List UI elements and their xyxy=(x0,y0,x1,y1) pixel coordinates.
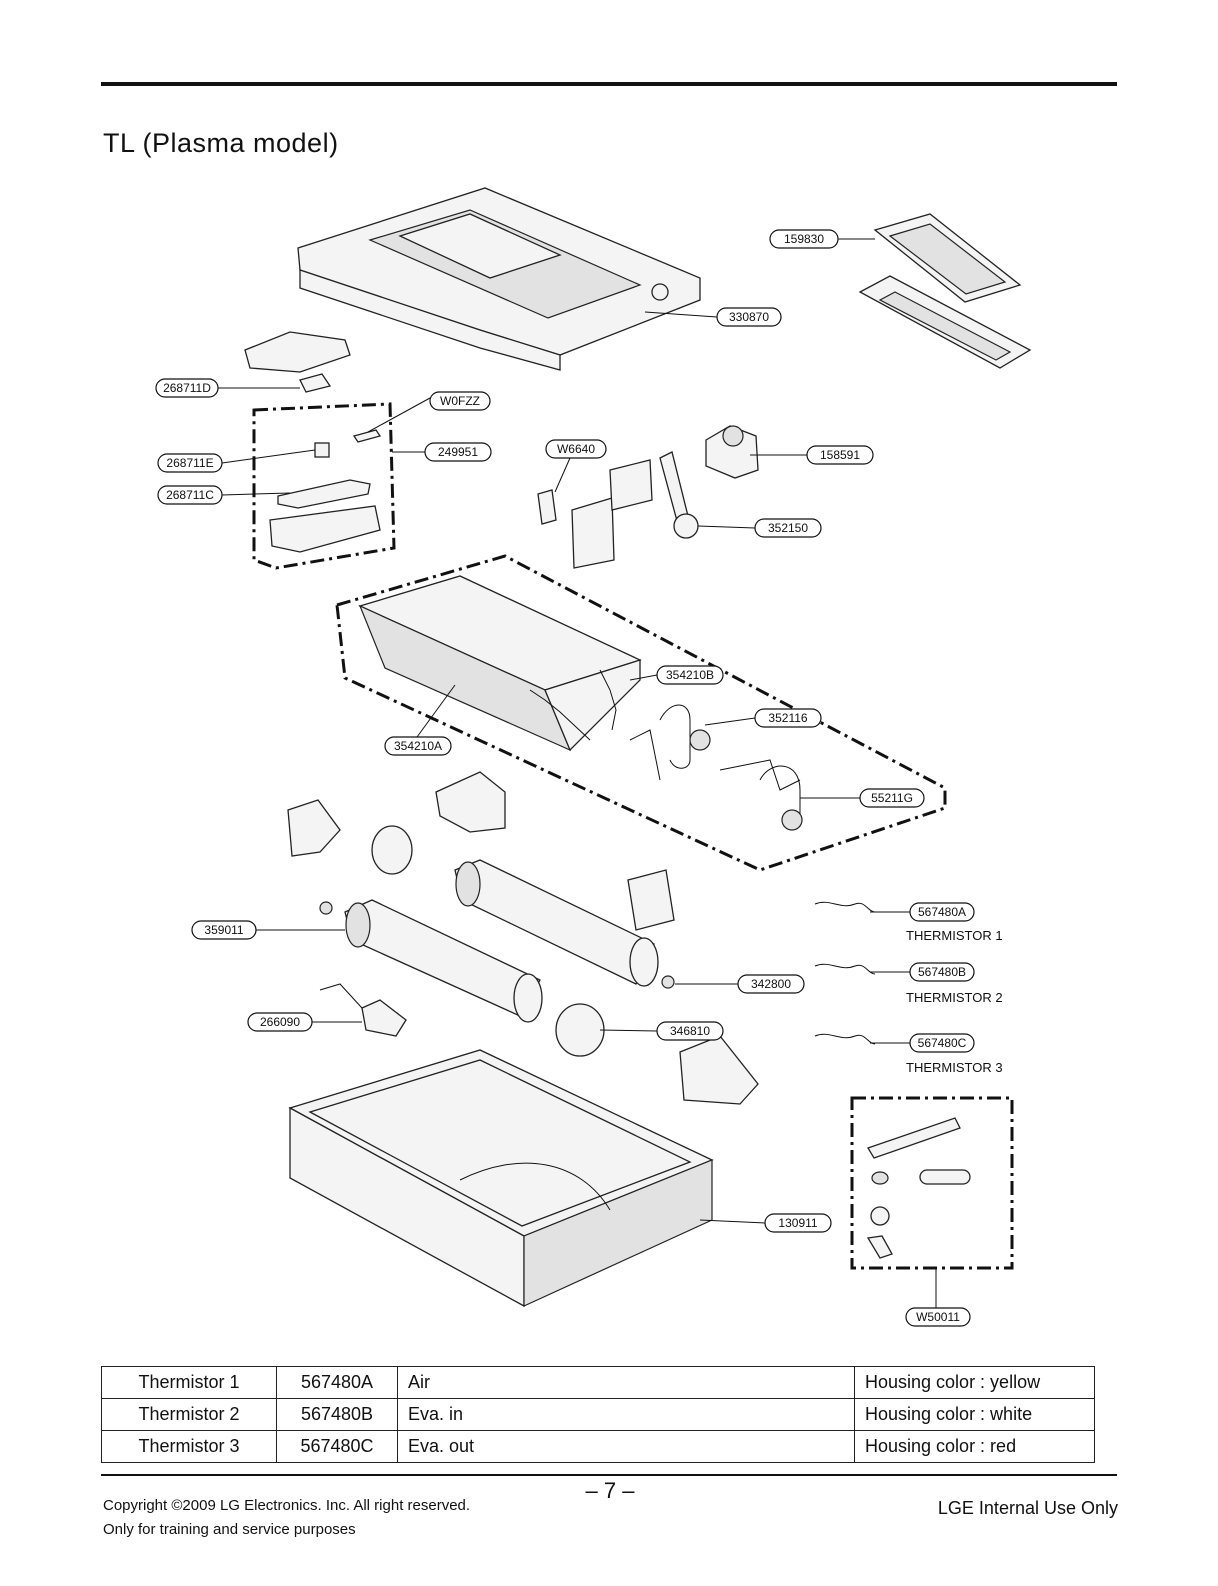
leader-lines xyxy=(218,238,937,1308)
svg-text:352116: 352116 xyxy=(768,711,807,725)
thermistor-name: Thermistor 3 xyxy=(101,1430,277,1463)
svg-text:354210B: 354210B xyxy=(666,668,714,682)
table-row: Thermistor 3 567480C Eva. out Housing co… xyxy=(101,1430,1095,1463)
thermistor-location: Air xyxy=(397,1366,855,1399)
page-title: TL (Plasma model) xyxy=(103,128,339,158)
exploded-diagram: 159830 330870 268711D W0FZZ 249951 26871… xyxy=(155,187,1032,1327)
thermistor-location: Eva. in xyxy=(397,1398,855,1431)
thermistor-housing: Housing color : red xyxy=(854,1430,1095,1463)
callout-159830: 159830 xyxy=(769,229,839,249)
callout-352116: 352116 xyxy=(754,708,822,728)
svg-text:330870: 330870 xyxy=(729,310,769,324)
callout-354210B: 354210B xyxy=(656,665,724,685)
thermistor-name: Thermistor 1 xyxy=(101,1366,277,1399)
evaporator-part xyxy=(358,575,642,752)
svg-text:W0FZZ: W0FZZ xyxy=(440,394,480,408)
thermistor-3-wire xyxy=(814,1033,876,1045)
callout-346810: 346810 xyxy=(656,1021,724,1041)
thermistor-2-wire xyxy=(814,963,876,975)
table-row: Thermistor 2 567480B Eva. in Housing col… xyxy=(101,1398,1095,1431)
copyright-text: Copyright ©2009 LG Electronics. Inc. All… xyxy=(103,1497,471,1514)
table-row: Thermistor 1 567480A Air Housing color :… xyxy=(101,1366,1095,1399)
callout-W50011: W50011 xyxy=(905,1307,971,1327)
pcb-cover-part xyxy=(244,331,351,393)
thermistor-name: Thermistor 2 xyxy=(101,1398,277,1431)
callout-567480B: 567480B xyxy=(909,962,975,982)
callout-342800: 342800 xyxy=(737,974,805,994)
top-rule xyxy=(101,82,1117,86)
thermistor-3-label: THERMISTOR 3 xyxy=(906,1060,1003,1075)
callout-359011: 359011 xyxy=(191,920,257,940)
svg-text:268711D: 268711D xyxy=(163,381,211,395)
filter-assembly-part xyxy=(858,213,1032,369)
drain-pump-part xyxy=(705,425,759,479)
evaporator-group-outline xyxy=(335,554,947,872)
accessories-group-outline xyxy=(850,1096,1014,1270)
thermistor-table: Thermistor 1 567480A Air Housing color :… xyxy=(101,1366,1095,1463)
svg-text:346810: 346810 xyxy=(670,1024,710,1038)
svg-text:352150: 352150 xyxy=(768,521,808,535)
callout-268711C: 268711C xyxy=(157,485,223,505)
svg-text:55211G: 55211G xyxy=(871,791,913,805)
callout-567480C: 567480C xyxy=(909,1033,975,1053)
callout-567480A: 567480A xyxy=(909,902,975,922)
svg-text:359011: 359011 xyxy=(204,923,243,937)
callout-249951: 249951 xyxy=(424,442,492,462)
svg-text:342800: 342800 xyxy=(751,977,791,991)
callout-354210A: 354210A xyxy=(384,736,452,756)
svg-text:567480A: 567480A xyxy=(918,905,966,919)
callout-352150: 352150 xyxy=(754,518,822,538)
svg-text:W6640: W6640 xyxy=(557,442,595,456)
callout-158591: 158591 xyxy=(806,445,874,465)
top-frame-part xyxy=(297,187,701,371)
svg-text:249951: 249951 xyxy=(438,445,478,459)
thermistor-housing: Housing color : white xyxy=(854,1398,1095,1431)
thermistor-housing: Housing color : yellow xyxy=(854,1366,1095,1399)
svg-text:266090: 266090 xyxy=(260,1015,300,1029)
electrical-box-parts xyxy=(537,451,699,569)
callout-55211G: 55211G xyxy=(859,788,925,808)
plasma-power-part xyxy=(319,983,407,1037)
accessories-parts xyxy=(866,1117,971,1259)
svg-text:354210A: 354210A xyxy=(394,739,442,753)
callout-266090: 266090 xyxy=(247,1012,313,1032)
control-box-group-outline xyxy=(252,402,396,570)
footer-copyright: Copyright ©2009 LG Electronics. Inc. All… xyxy=(103,1494,470,1542)
svg-text:158591: 158591 xyxy=(820,448,860,462)
svg-text:567480C: 567480C xyxy=(918,1036,967,1050)
base-pan-part xyxy=(288,1049,714,1308)
callout-268711E: 268711E xyxy=(157,453,223,473)
svg-text:268711C: 268711C xyxy=(166,488,214,502)
callout-130911: 130911 xyxy=(764,1213,832,1233)
cross-flow-fan-right xyxy=(454,859,659,987)
thermistor-code: 567480C xyxy=(276,1430,398,1463)
thermistor-code: 567480A xyxy=(276,1366,398,1399)
callout-330870: 330870 xyxy=(716,307,782,327)
callout-W0FZZ: W0FZZ xyxy=(429,391,491,411)
fan-motor-parts xyxy=(287,771,759,1105)
thermistor-location: Eva. out xyxy=(397,1430,855,1463)
bottom-rule xyxy=(101,1474,1117,1476)
training-text: Only for training and service purposes xyxy=(103,1521,356,1538)
control-box-parts xyxy=(269,429,382,553)
svg-text:159830: 159830 xyxy=(784,232,824,246)
bearing-left xyxy=(319,901,333,915)
page-number: – 7 – xyxy=(585,1478,635,1503)
internal-use-label: LGE Internal Use Only xyxy=(937,1498,1118,1518)
svg-text:130911: 130911 xyxy=(778,1216,817,1230)
callout-W6640: W6640 xyxy=(545,439,607,459)
thermistor-code: 567480B xyxy=(276,1398,398,1431)
bearing-right xyxy=(661,975,675,989)
thermistor-1-wire xyxy=(814,901,876,913)
svg-text:567480B: 567480B xyxy=(918,965,966,979)
svg-text:268711E: 268711E xyxy=(166,456,213,470)
svg-text:W50011: W50011 xyxy=(916,1310,960,1324)
thermistor-2-label: THERMISTOR 2 xyxy=(906,990,1003,1005)
callout-268711D: 268711D xyxy=(155,378,219,398)
cross-flow-fan-left xyxy=(344,899,543,1023)
refrigerant-pipes-part xyxy=(629,704,803,831)
thermistor-1-label: THERMISTOR 1 xyxy=(906,928,1003,943)
